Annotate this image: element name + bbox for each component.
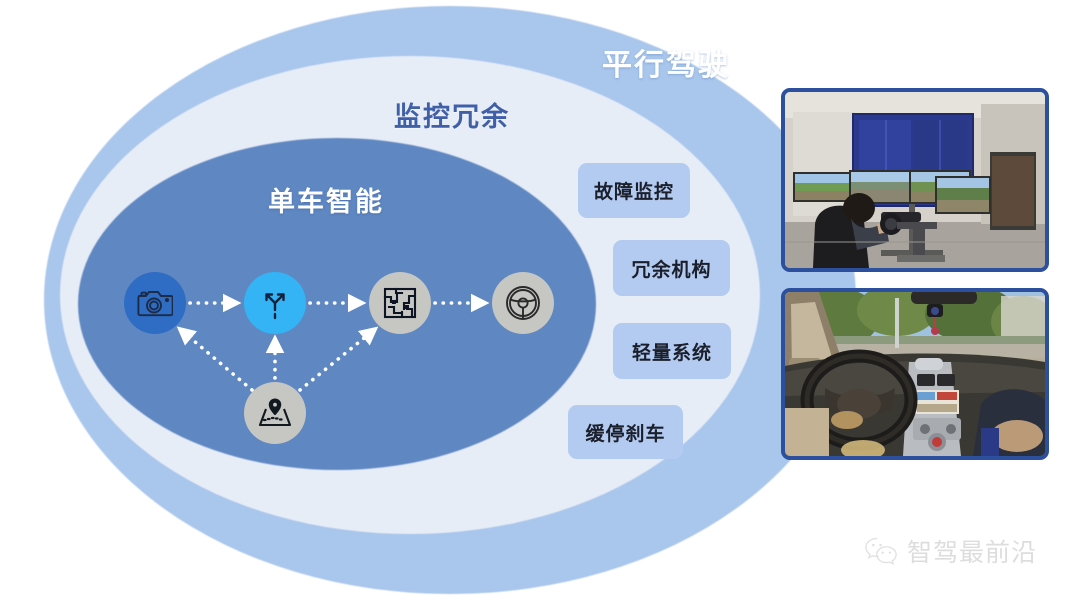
node-hd-map[interactable] xyxy=(244,382,306,444)
node-compute-chip[interactable] xyxy=(369,272,431,334)
wechat-icon xyxy=(865,537,897,566)
node-camera[interactable] xyxy=(124,272,186,334)
node-steering-control[interactable] xyxy=(492,272,554,334)
camera-icon xyxy=(137,291,173,317)
watermark: 智驾最前沿 xyxy=(864,533,1037,569)
map-pin-icon xyxy=(258,398,292,427)
photo-vehicle-cabin xyxy=(781,288,1049,460)
driving-simulator-image xyxy=(785,92,1045,268)
vehicle-cabin-image xyxy=(785,292,1045,456)
node-route-planning[interactable] xyxy=(244,272,306,334)
steering-wheel-icon xyxy=(506,286,540,320)
label-single-vehicle-intelligence: 单车智能 xyxy=(268,187,384,217)
label-parallel-driving: 平行驾驶 xyxy=(602,49,730,82)
tag-redundant-mechanism[interactable]: 冗余机构 xyxy=(613,240,730,296)
tag-fault-monitoring[interactable]: 故障监控 xyxy=(578,163,690,218)
route-branch-icon xyxy=(265,293,285,320)
circuit-chip-icon xyxy=(383,287,417,319)
photo-driving-simulator xyxy=(781,88,1049,272)
watermark-text: 智驾最前沿 xyxy=(907,539,1038,567)
label-monitoring-redundancy: 监控冗余 xyxy=(394,102,510,132)
tag-slow-stop-braking[interactable]: 缓停刹车 xyxy=(568,405,683,459)
tag-lightweight-system[interactable]: 轻量系统 xyxy=(613,323,731,379)
